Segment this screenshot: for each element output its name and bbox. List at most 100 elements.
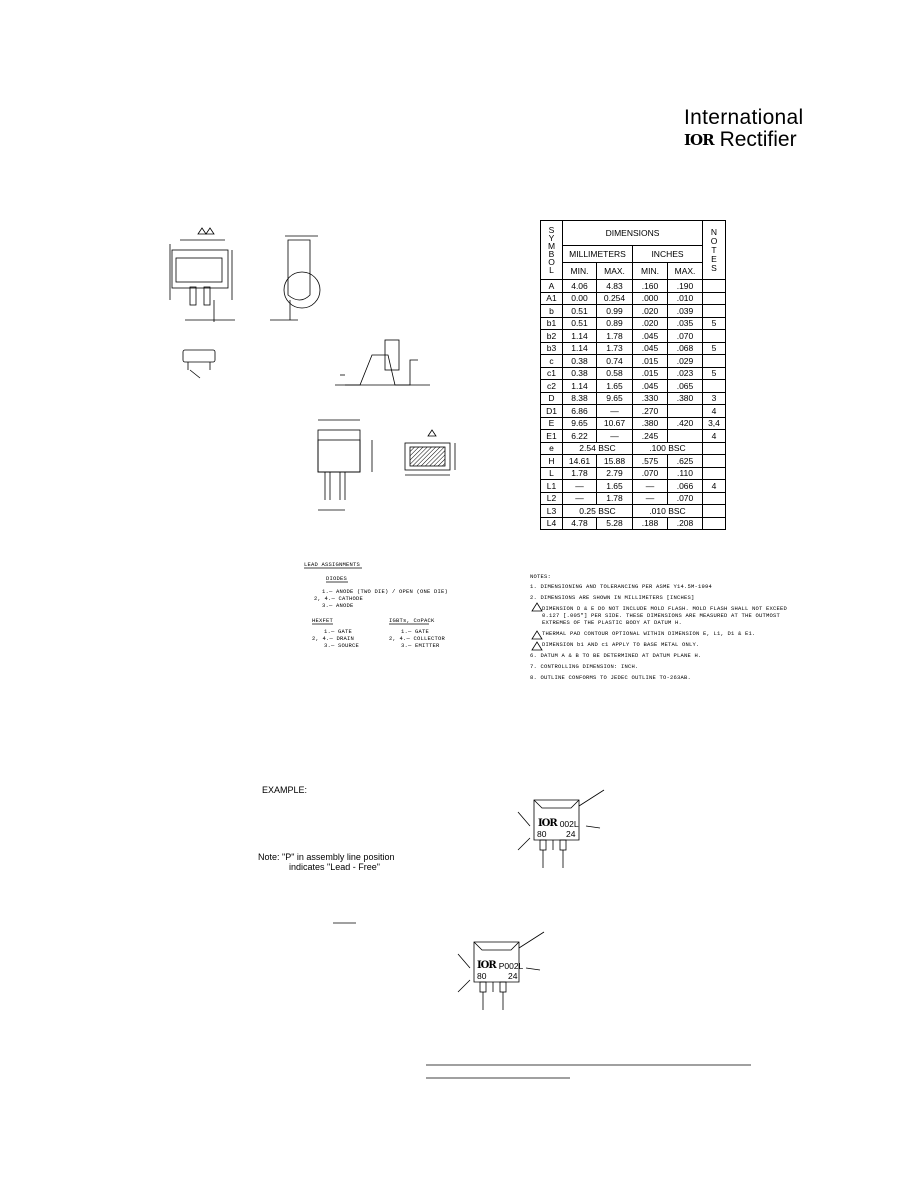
table-cell: A [540, 279, 563, 293]
inches-header: INCHES [632, 245, 703, 263]
part-marking-1: IOR 002L [538, 818, 579, 829]
table-cell: 0.99 [596, 304, 633, 318]
table-cell: — [632, 479, 668, 493]
table-cell: c [540, 354, 563, 368]
in-min-header: MIN. [632, 262, 668, 280]
table-cell: — [562, 479, 597, 493]
ior-logo-mark: IOR [684, 131, 715, 149]
part-code-1: 002L [559, 818, 579, 829]
table-cell: .160 [632, 279, 668, 293]
table-cell: 4 [702, 429, 726, 443]
table-cell: H [540, 454, 563, 468]
table-cell: 1.14 [562, 341, 597, 355]
table-cell: 15.88 [596, 454, 633, 468]
table-cell [702, 279, 726, 293]
table-cell: 0.51 [562, 316, 597, 330]
table-cell: 8.38 [562, 391, 597, 405]
table-cell: b [540, 304, 563, 318]
table-cell: 14.61 [562, 454, 597, 468]
table-cell: 1.14 [562, 329, 597, 343]
notes-title: NOTES: [530, 573, 552, 580]
table-cell: A1 [540, 291, 563, 305]
table-cell: .068 [667, 341, 703, 355]
table-cell: 0.51 [562, 304, 597, 318]
table-cell: .039 [667, 304, 703, 318]
table-cell: .045 [632, 329, 668, 343]
table-cell [702, 291, 726, 305]
table-cell: 0.254 [596, 291, 633, 305]
table-cell: 0.00 [562, 291, 597, 305]
table-cell: .029 [667, 354, 703, 368]
table-cell: 9.65 [562, 416, 597, 430]
table-cell [702, 379, 726, 393]
table-cell: e [540, 441, 563, 455]
table-cell: c2 [540, 379, 563, 393]
table-cell: .380 [667, 391, 703, 405]
table-cell: b3 [540, 341, 563, 355]
table-cell [667, 404, 703, 418]
table-cell [702, 441, 726, 455]
table-cell: .066 [667, 479, 703, 493]
table-cell: c1 [540, 366, 563, 380]
table-cell: 4.06 [562, 279, 597, 293]
ior-mark-2: IOR [477, 960, 497, 971]
table-cell: .070 [667, 329, 703, 343]
table-cell: .380 [632, 416, 668, 430]
table-cell: 1.73 [596, 341, 633, 355]
table-cell: 5 [702, 316, 726, 330]
table-cell: b1 [540, 316, 563, 330]
logo-rectifier-text: Rectifier [719, 128, 797, 151]
notes-block: NOTES: 1. DIMENSIONING AND TOLERANCING P… [530, 573, 788, 681]
table-cell: .020 [632, 316, 668, 330]
table-cell: — [596, 429, 633, 443]
top-view-body [171, 249, 229, 289]
table-cell: — [632, 491, 668, 505]
lead-free-note-line2: indicates "Lead - Free" [289, 862, 380, 872]
mm-min-header: MIN. [562, 262, 597, 280]
table-cell [702, 329, 726, 343]
table-cell [702, 354, 726, 368]
table-cell: 4 [702, 479, 726, 493]
example-label: EXAMPLE: [262, 785, 308, 795]
hexfet-block: HEXFET 1.— GATE 2, 4.— DRAIN 3.— SOURCE [312, 617, 360, 649]
table-cell: E [540, 416, 563, 430]
table-cell: .000 [632, 291, 668, 305]
table-cell: 0.58 [596, 366, 633, 380]
table-cell: .070 [667, 491, 703, 505]
part-code-2: P002L [498, 960, 524, 971]
ior-mark-1: IOR [538, 818, 558, 829]
table-cell: .023 [667, 366, 703, 380]
table-cell: 4.83 [596, 279, 633, 293]
diodes-list: 1.— ANODE (TWO DIE) / OPEN (ONE DIE) 2, … [314, 588, 449, 609]
table-cell: 0.38 [562, 366, 597, 380]
in-max-header: MAX. [667, 262, 703, 280]
table-cell [702, 516, 726, 530]
table-cell: .035 [667, 316, 703, 330]
table-cell: L4 [540, 516, 563, 530]
dimensions-header: DIMENSIONS [562, 220, 703, 246]
table-cell: 4 [702, 404, 726, 418]
lead-free-note-line1: Note: "P" in assembly line position [258, 852, 395, 862]
table-cell: 2.79 [596, 466, 633, 480]
table-cell: .190 [667, 279, 703, 293]
table-cell: 0.74 [596, 354, 633, 368]
table-cell: 1.78 [596, 329, 633, 343]
table-cell: 1.65 [596, 379, 633, 393]
diodes-block: DIODES [326, 575, 347, 582]
table-cell: .010 BSC [632, 504, 703, 518]
table-cell [702, 466, 726, 480]
company-logo-line1: International [684, 106, 804, 129]
